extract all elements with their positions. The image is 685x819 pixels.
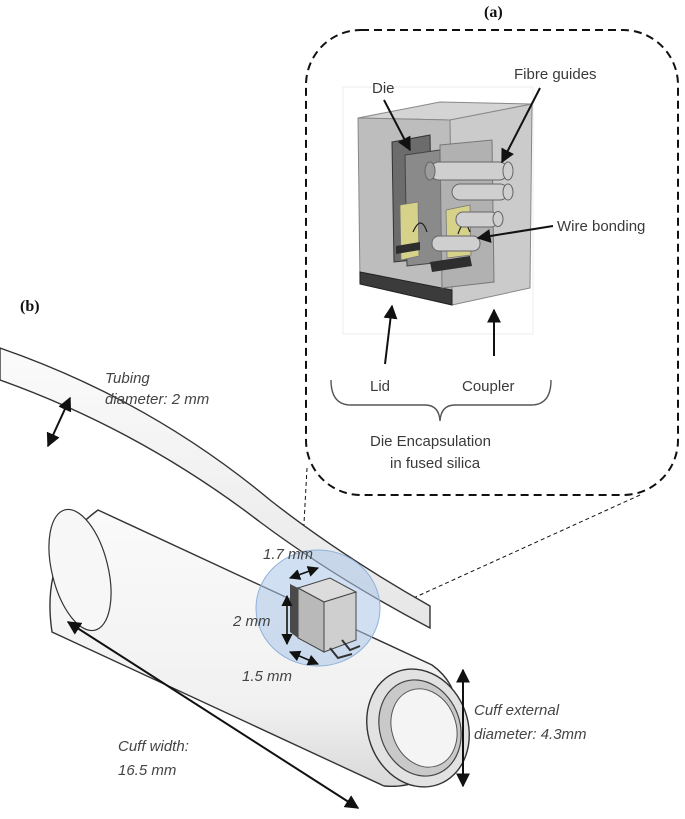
leader-right: [397, 494, 641, 606]
label-cuff-diameter-2: diameter: 4.3mm: [474, 726, 587, 743]
arrow-die: [383, 99, 411, 152]
dim-arrow-cuff-width: [66, 621, 360, 809]
panel-b-tag: (b): [20, 298, 40, 315]
label-cuff-width-2: 16.5 mm: [118, 762, 176, 779]
label-dim-height: 2 mm: [232, 613, 271, 630]
label-lid: Lid: [370, 378, 390, 395]
encapsulation-block: [357, 101, 533, 306]
label-encapsulation-1: Die Encapsulation: [370, 433, 491, 450]
leader-left: [301, 467, 308, 561]
cuff-opening: [366, 668, 470, 788]
label-encapsulation-2: in fused silica: [390, 455, 481, 472]
arrow-lid: [383, 304, 398, 365]
panel-a-tag: (a): [484, 4, 503, 21]
label-wire-bonding: Wire bonding: [557, 218, 645, 235]
fibre-guides: [424, 161, 514, 252]
label-coupler: Coupler: [462, 378, 515, 395]
encapsulation-brace: [330, 379, 552, 422]
label-fibre-guides: Fibre guides: [514, 66, 597, 83]
label-dim-top: 1.7 mm: [263, 546, 313, 563]
label-cuff-width-1: Cuff width:: [118, 738, 189, 755]
label-dim-bottom: 1.5 mm: [242, 668, 292, 685]
dim-arrow-tubing: [46, 396, 72, 448]
dim-arrow-top: [288, 566, 320, 580]
render-boundary: [342, 86, 534, 335]
label-tubing-1: Tubing: [105, 370, 150, 387]
inset-frame: [305, 29, 679, 496]
panel-a: (a): [305, 4, 679, 496]
panel-b: (b) Tubing di: [0, 298, 587, 809]
arrow-wire-bonding: [476, 225, 554, 243]
label-die: Die: [372, 80, 395, 97]
arrow-fibre-guides: [501, 87, 541, 164]
label-tubing-2: diameter: 2 mm: [105, 391, 209, 408]
label-cuff-diameter-1: Cuff external: [474, 702, 560, 719]
lid-base: [359, 271, 453, 306]
